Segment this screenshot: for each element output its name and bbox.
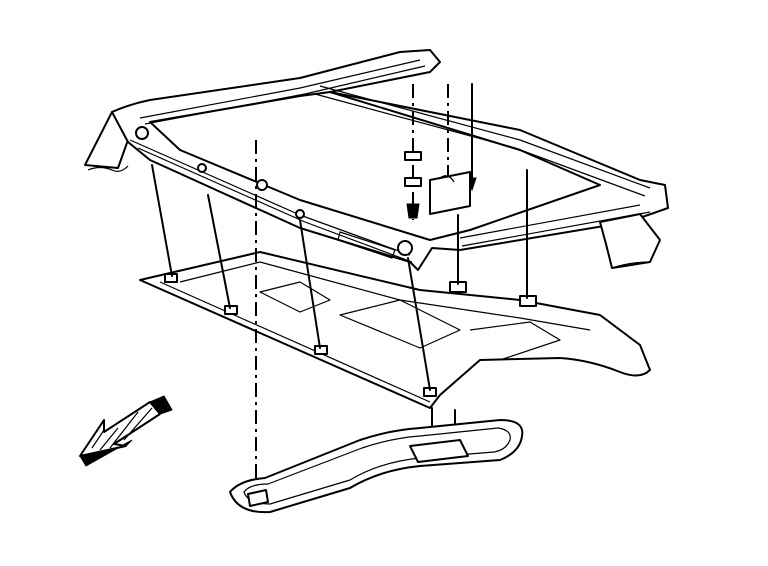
headliner-recess-1 [259,281,331,313]
align-line-1 [151,164,173,277]
rear-rail-bracket [337,231,396,259]
nut [406,203,420,219]
headliner-front-edge [159,281,431,403]
rear-corner-clip [397,240,413,256]
rear-rail-line-2 [137,147,413,263]
washer-2 [404,177,422,187]
headliner-panel [139,251,651,409]
side-rail-line-1 [319,85,651,189]
arrow-bottom-shade [79,439,133,467]
headliner-recess-2 [339,299,461,349]
console-body [229,419,524,514]
headliner-recess-3 [469,321,561,361]
roof-outer-panel [111,49,669,271]
console-mount-plate [409,439,469,463]
front-rail-line-2 [144,65,426,125]
left-pillar-break [87,165,129,172]
align-line-2 [207,194,231,309]
bracket-detail [439,175,455,183]
rear-clip-1 [197,163,207,173]
right-pillar-break [611,261,651,269]
right-pillar [599,213,661,269]
roof-frame [84,49,669,271]
rear-clip-2 [295,209,305,219]
right-rail-line-1 [459,204,641,239]
rear-center-clip [256,179,268,191]
washer-1 [404,151,422,161]
console-inner-rim [243,427,511,505]
alignment-lines [151,140,528,500]
fastener-stack [404,83,477,220]
arrow-hatching [91,407,153,451]
headliner-tab-2 [224,305,238,315]
arrow-tail-shade [149,395,173,415]
align-line-4 [407,257,431,391]
side-rail-line-2 [314,93,646,197]
headliner-body [139,251,651,409]
front-direction-arrow-icon [79,395,173,467]
front-rail-line-1 [139,59,421,119]
mount-bracket [429,171,471,215]
console-front-mount [247,489,269,507]
left-corner-clip [135,126,149,140]
align-line-3 [299,219,321,349]
headliner-tab-3 [314,345,328,355]
overhead-console [229,419,524,514]
